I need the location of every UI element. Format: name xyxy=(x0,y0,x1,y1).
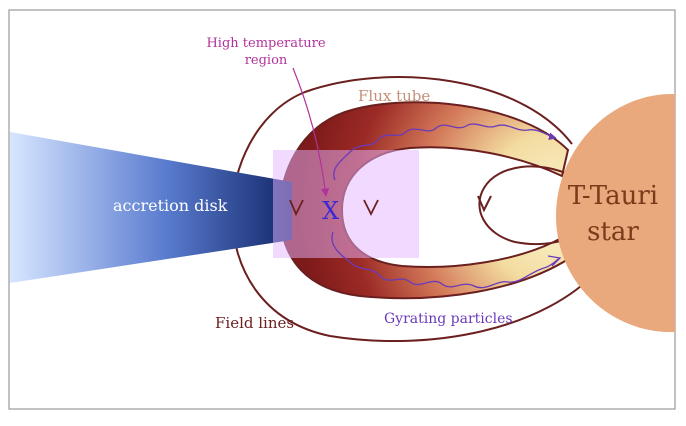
accretion-disk xyxy=(10,132,292,283)
star-label-line1: T-Tauri xyxy=(568,181,658,211)
high-temperature-region xyxy=(273,150,419,258)
inner-field-loop xyxy=(478,165,573,246)
hot-spot-marker: X xyxy=(322,197,339,225)
t-tauri-star xyxy=(556,93,675,333)
field-lines-label: Field lines xyxy=(215,314,294,332)
flux-tube-label: Flux tube xyxy=(358,87,430,105)
gyrating-particles-lower xyxy=(331,231,561,289)
high-temp-label-line1: High temperature xyxy=(206,36,325,51)
star-label-line2: star xyxy=(587,217,639,247)
gyrating-particles-label: Gyrating particles xyxy=(384,311,513,327)
accretion-disk-label: accretion disk xyxy=(113,196,228,215)
gyrating-arrowhead-lower xyxy=(547,255,562,267)
high-temp-pointer xyxy=(292,67,330,197)
field-arrow-right xyxy=(363,199,379,217)
high-temp-label-line2: region xyxy=(245,53,288,68)
field-arrow-left xyxy=(289,199,304,217)
gyrating-particles-upper xyxy=(333,123,557,181)
inner-field-arrow xyxy=(477,195,492,213)
